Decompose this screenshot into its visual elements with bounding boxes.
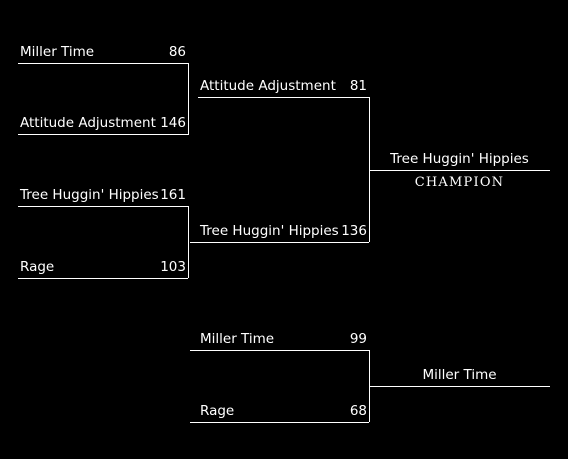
team-name: Rage: [200, 403, 235, 419]
third-place-team-b-slot: Rage 68: [190, 403, 369, 423]
semifinal-2-team-a-slot: Tree Huggin' Hippies 161: [18, 187, 188, 207]
semifinal-2-connector: [188, 206, 189, 278]
team-name: Rage: [20, 259, 55, 275]
third-place-winner-name: Miller Time: [422, 367, 497, 383]
final-connector: [369, 97, 370, 242]
final-team-a-slot: Attitude Adjustment 81: [198, 78, 369, 98]
team-score: 161: [160, 187, 186, 203]
semifinal-2-team-b-slot: Rage 103: [18, 259, 188, 279]
team-name: Attitude Adjustment: [200, 78, 336, 94]
champion-label: CHAMPION: [414, 175, 505, 190]
team-score: 86: [168, 44, 186, 60]
semifinal-1-connector: [188, 63, 189, 135]
team-score: 68: [349, 403, 367, 419]
third-place-team-a-slot: Miller Time 99: [190, 331, 369, 351]
team-name: Miller Time: [20, 44, 95, 60]
semifinal-1-team-b-slot: Attitude Adjustment 146: [18, 115, 188, 135]
semifinal-1-team-a-slot: Miller Time 86: [18, 44, 188, 64]
champion-slot: Tree Huggin' Hippies: [369, 151, 550, 171]
final-team-b-slot: Tree Huggin' Hippies 136: [190, 223, 369, 243]
team-name: Miller Time: [200, 331, 275, 347]
team-score: 146: [160, 115, 186, 131]
third-place-winner-slot: Miller Time: [369, 367, 550, 387]
team-score: 81: [349, 78, 367, 94]
team-score: 136: [341, 223, 367, 239]
team-name: Tree Huggin' Hippies: [200, 223, 339, 239]
team-name: Attitude Adjustment: [20, 115, 156, 131]
team-score: 99: [349, 331, 367, 347]
team-name: Tree Huggin' Hippies: [20, 187, 159, 203]
champion-name: Tree Huggin' Hippies: [390, 151, 529, 167]
team-score: 103: [160, 259, 186, 275]
